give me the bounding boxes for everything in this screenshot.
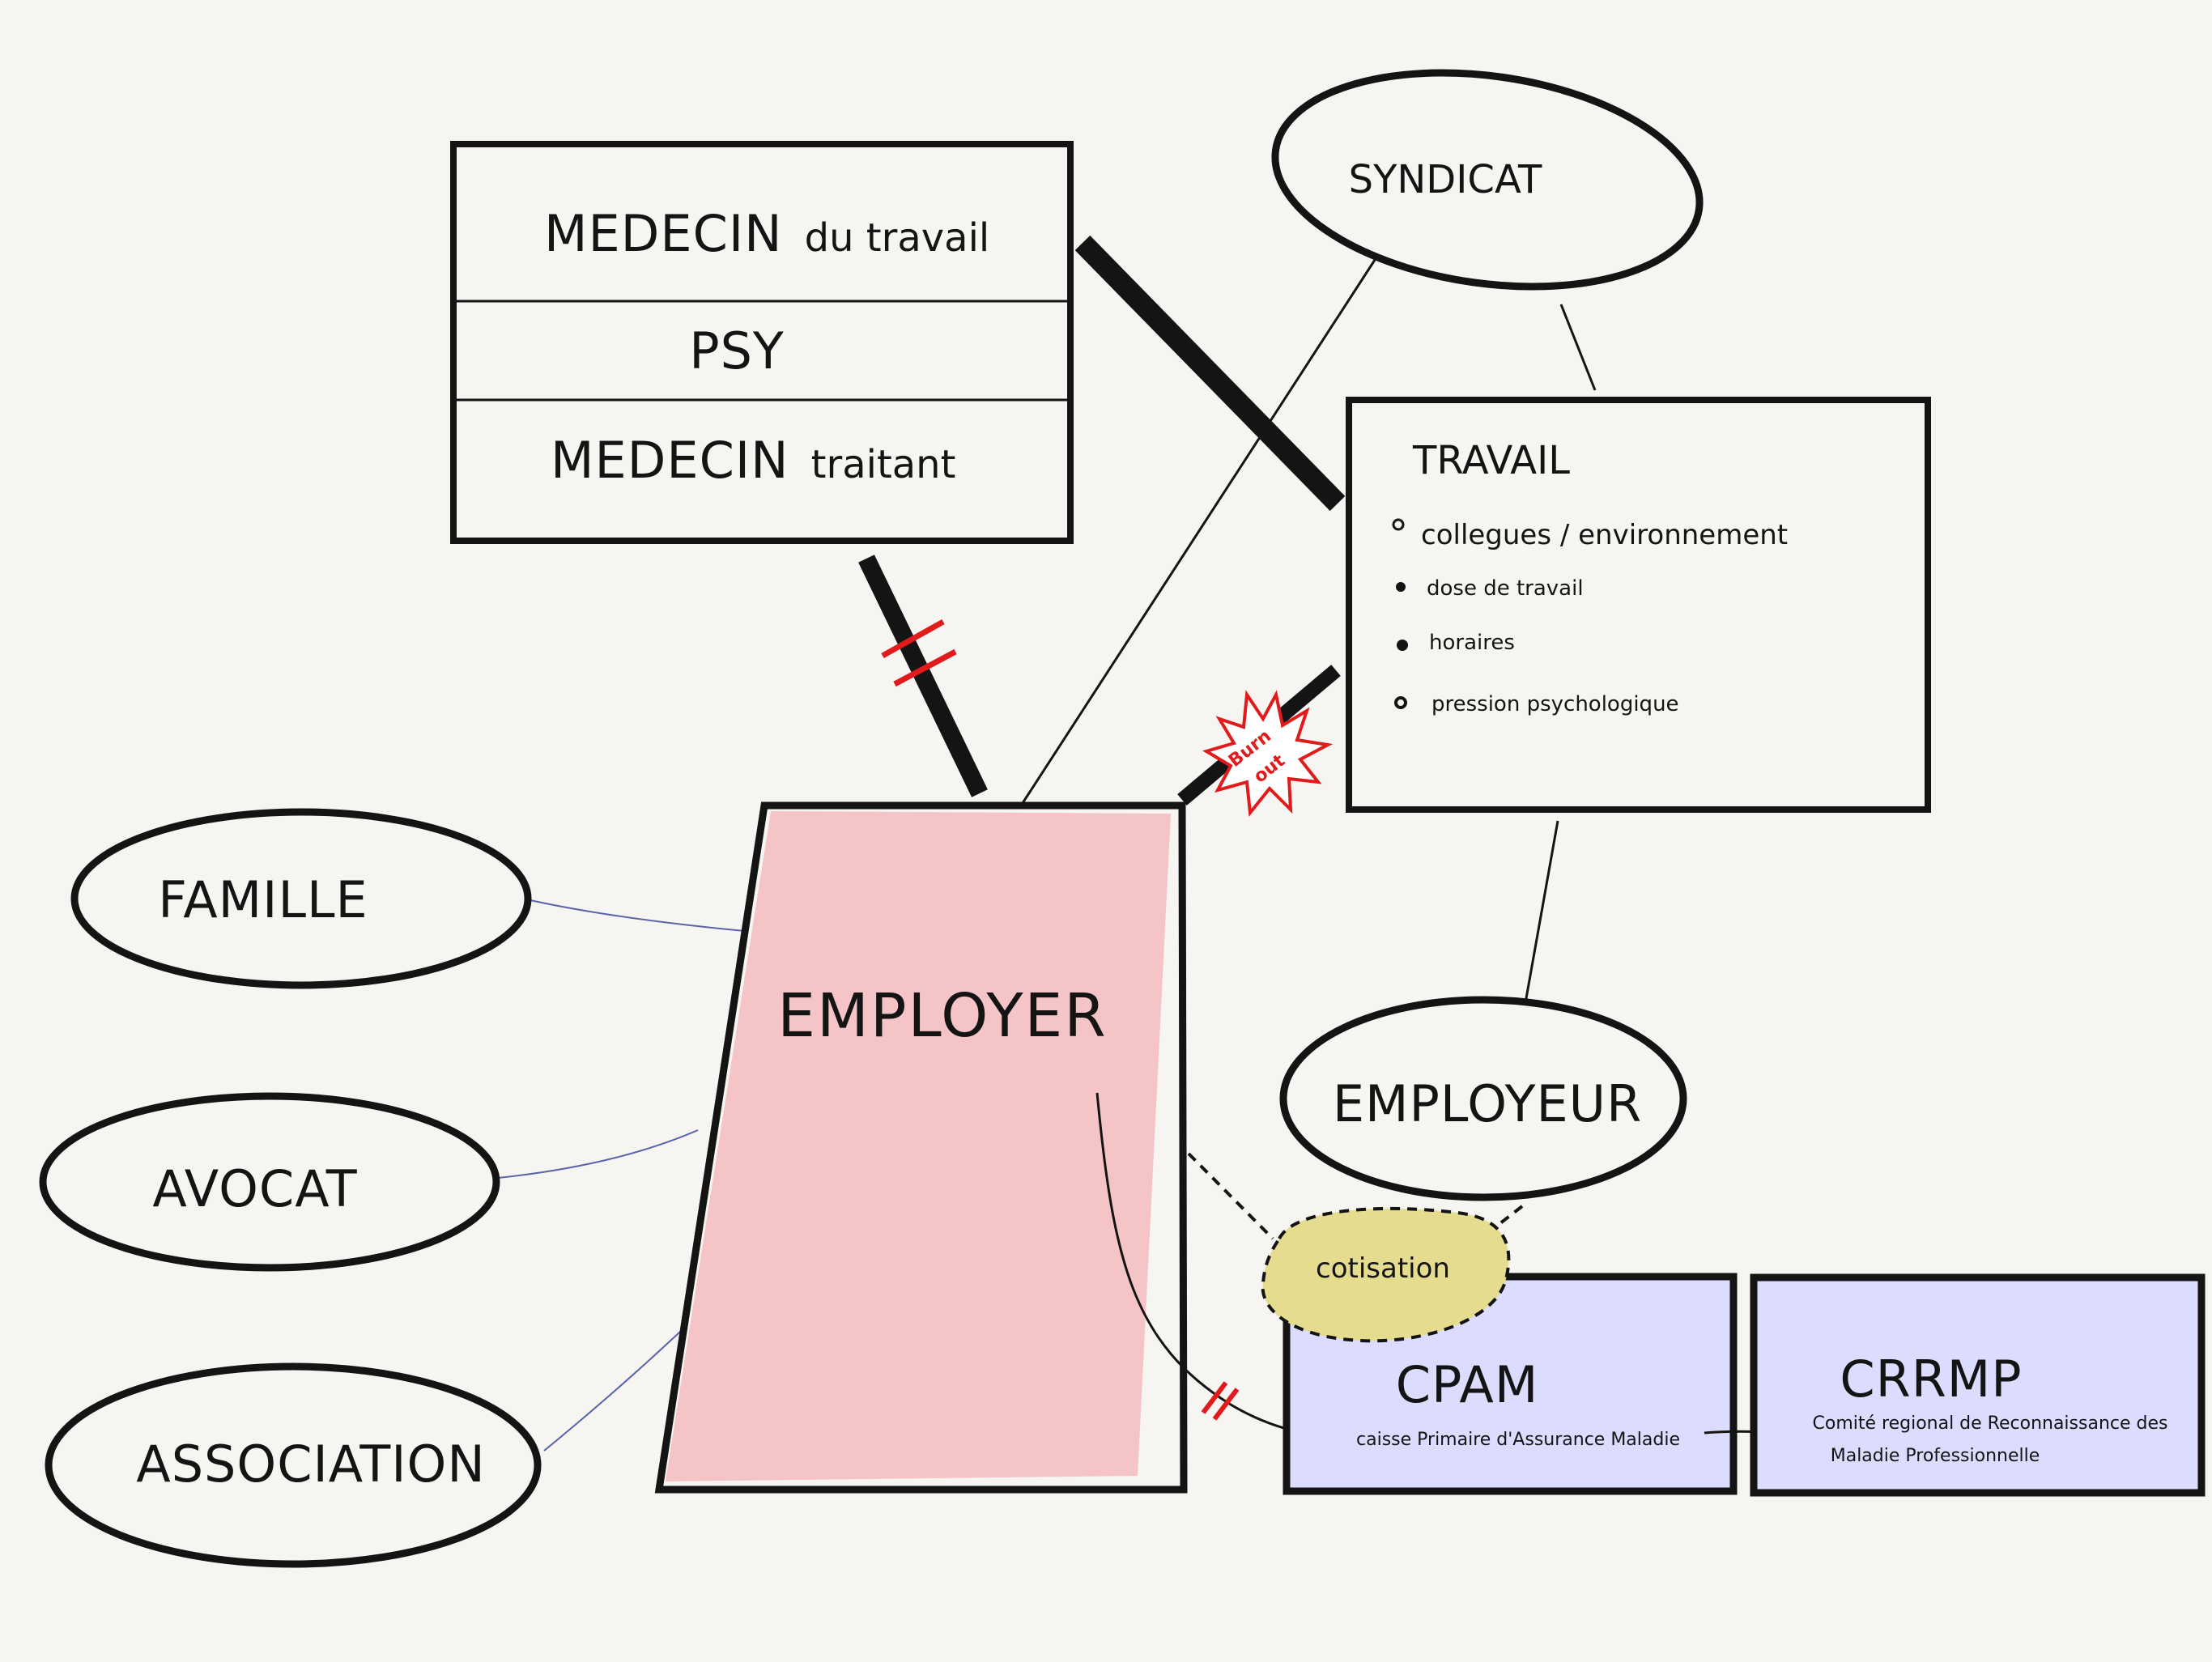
connector-avocat-employer — [497, 1129, 699, 1179]
association-label: ASSOCIATION — [136, 1435, 485, 1494]
cotisation-label: cotisation — [1316, 1252, 1450, 1285]
medecin-travail-main: MEDECIN — [544, 204, 783, 263]
employeur-node: EMPLOYEUR — [1279, 996, 1687, 1201]
association-ellipse — [45, 1362, 542, 1568]
burnout-burst: Burn out — [1202, 690, 1334, 818]
travail-bullet-1 — [1392, 518, 1405, 531]
syndicat-ellipse — [1271, 69, 1704, 291]
cpam-subtitle: caisse Primaire d'Assurance Maladie — [1356, 1430, 1680, 1450]
travail-bullet-2 — [1396, 582, 1406, 592]
employer-fill — [666, 811, 1171, 1481]
cotisation-node: cotisation — [1261, 1206, 1511, 1343]
connector-syndicat-travail — [1559, 304, 1597, 391]
avocat-label: AVOCAT — [152, 1159, 357, 1218]
break-mark-cpam-1 — [1201, 1381, 1228, 1414]
travail-bullet-3 — [1397, 640, 1408, 651]
medical-row-travail: MEDECIN du travail — [544, 204, 989, 263]
medical-row-psy: PSY — [689, 321, 785, 380]
employer-label: EMPLOYER — [777, 981, 1107, 1051]
syndicat-label: SYNDICAT — [1349, 157, 1542, 202]
employeur-ellipse — [1279, 996, 1687, 1201]
break-mark-cpam-2 — [1212, 1388, 1240, 1421]
medical-row-traitant: MEDECIN traitant — [551, 431, 955, 490]
connector-medical-travail — [1074, 235, 1346, 512]
travail-box: TRAVAIL collegues / environnement dose d… — [1346, 397, 1931, 813]
connector-employer-cotisation — [1187, 1152, 1274, 1240]
medecin-traitant-main: MEDECIN — [551, 431, 789, 490]
travail-item-2: dose de travail — [1427, 576, 1584, 601]
crrmp-title: CRRMP — [1840, 1350, 2022, 1409]
connector-famille-employer — [530, 899, 746, 932]
travail-title: TRAVAIL — [1412, 438, 1570, 483]
connector-association-employer — [543, 1331, 681, 1452]
famille-label: FAMILLE — [158, 870, 368, 929]
employeur-label: EMPLOYEUR — [1333, 1074, 1642, 1133]
crrmp-box: CRRMP Comité regional de Reconnaissance … — [1750, 1273, 2206, 1497]
medecin-traitant-sub: traitant — [811, 442, 956, 487]
travail-box-frame — [1346, 397, 1931, 813]
travail-item-3: horaires — [1429, 631, 1515, 655]
crrmp-box-frame — [1750, 1273, 2206, 1497]
crrmp-line-1: Comité regional de Reconnaissance des — [1813, 1413, 2168, 1434]
cotisation-blob — [1261, 1206, 1511, 1343]
employer-outline — [654, 801, 1188, 1494]
crrmp-line-2: Maladie Professionnelle — [1831, 1446, 2040, 1466]
travail-bullet-4 — [1394, 696, 1407, 709]
medical-box: MEDECIN du travail PSY MEDECIN traitant — [450, 141, 1074, 544]
syndicat-node: SYNDICAT — [1271, 69, 1704, 291]
famille-ellipse — [70, 808, 532, 989]
connector-syndicat-employer — [1021, 257, 1378, 804]
famille-node: FAMILLE — [70, 808, 532, 989]
travail-item-1: collegues / environnement — [1421, 519, 1788, 551]
travail-item-4: pression psychologique — [1431, 692, 1679, 716]
connector-travail-employeur — [1522, 820, 1559, 1013]
avocat-ellipse — [39, 1092, 500, 1272]
break-mark-medical-2 — [893, 648, 957, 687]
association-node: ASSOCIATION — [45, 1362, 542, 1568]
cpam-title: CPAM — [1396, 1355, 1539, 1414]
employer-block: EMPLOYER — [654, 801, 1351, 1494]
medical-box-frame — [450, 141, 1074, 544]
connector-medical-employer — [858, 555, 988, 797]
break-mark-medical-1 — [881, 618, 945, 659]
avocat-node: AVOCAT — [39, 1092, 500, 1272]
medecin-travail-sub: du travail — [805, 215, 990, 261]
burnout-star — [1202, 690, 1334, 818]
